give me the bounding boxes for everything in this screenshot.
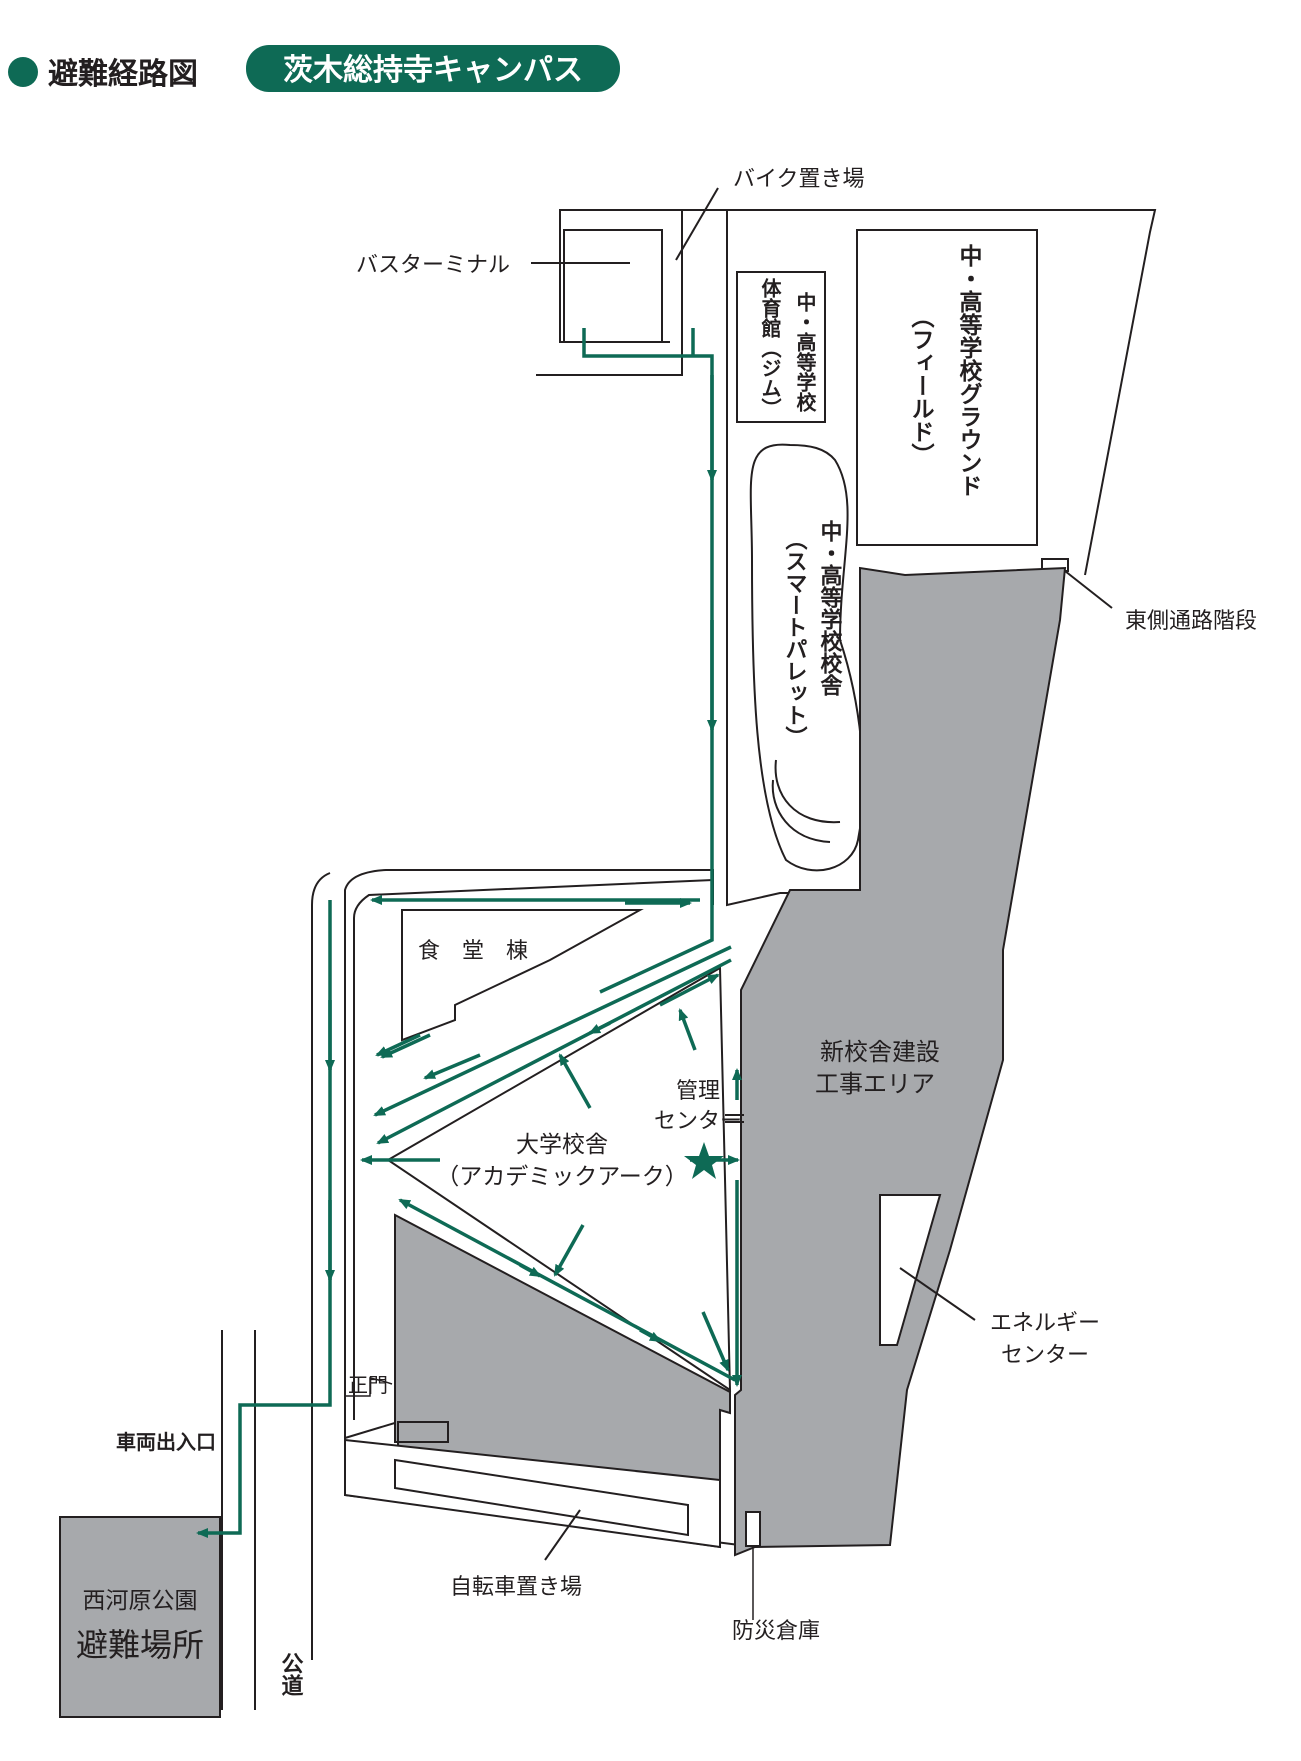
gym-building: [736, 271, 826, 423]
campus-name: 茨木総持寺キャンパス: [283, 53, 583, 88]
campus-badge: [246, 45, 620, 92]
energy-center-building: [879, 1194, 942, 1346]
label-bicycle-parking: 自転車置き場: [450, 1575, 582, 1600]
school-building: [749, 443, 865, 872]
header: 避難経路図 茨木総持寺キャンパス: [8, 45, 620, 92]
label-public-road: 公道: [278, 1652, 304, 1696]
label-park: 西河原公園: [83, 1588, 198, 1614]
label-university-2: （アカデミックアーク）: [436, 1164, 688, 1190]
label-evacuation-site: 避難場所: [76, 1626, 204, 1664]
disaster-storage-box: [745, 1511, 761, 1547]
label-main-gate: 正門: [348, 1373, 388, 1397]
cafeteria-building: [401, 909, 644, 1042]
label-school-1: 中・高等学校校舎: [817, 520, 843, 697]
label-energy-center-1: エネルギー: [990, 1311, 1100, 1336]
label-cafeteria: 食 堂 棟: [418, 939, 528, 964]
bus-terminal-area: [531, 187, 719, 343]
label-admin-center-1: 管理: [676, 1079, 720, 1104]
label-school-2: （スマートパレット）: [782, 528, 808, 748]
evacuation-routes: [196, 328, 742, 1538]
label-disaster-storage: 防災倉庫: [732, 1619, 820, 1644]
label-admin-center-2: センター: [654, 1109, 742, 1134]
vertical-labels: 中・高等学校 体育館（ジム） 中・高等学校グラウンド （フィールド） 中・高等学…: [278, 244, 983, 1696]
bicycle-parking-area: [394, 1458, 689, 1537]
label-energy-center-2: センター: [1001, 1343, 1089, 1368]
label-gym-1: 中・高等学校: [793, 291, 817, 413]
label-ground-2: （フィールド）: [907, 305, 935, 466]
evacuation-site-box: [59, 1516, 221, 1718]
map-labels: バイク置き場 バスターミナル 東側通路階段 食 堂 棟 管理 センター 新校舎建…: [76, 167, 1257, 1664]
label-bike-parking: バイク置き場: [733, 167, 865, 192]
label-gym-2: 体育館（ジム）: [758, 277, 782, 418]
label-construction-2: 工事エリア: [815, 1070, 935, 1098]
current-location-star-icon: [684, 1142, 724, 1179]
label-ground-1: 中・高等学校グラウンド: [955, 244, 983, 497]
label-east-stairs: 東側通路階段: [1125, 609, 1257, 634]
label-university-1: 大学校舎: [516, 1132, 608, 1158]
ground-field: [856, 229, 1038, 546]
bicycle-parking-leader: [544, 1509, 581, 1561]
label-bus-terminal: バスターミナル: [356, 253, 510, 278]
main-gate-mark: [345, 1377, 393, 1397]
east-stairs-leader: [1064, 570, 1113, 609]
bullet-icon: [8, 57, 38, 87]
label-vehicle-entrance: 車両出入口: [116, 1430, 216, 1454]
page-title: 避難経路図: [48, 57, 198, 92]
label-construction-1: 新校舎建設: [820, 1038, 940, 1066]
energy-center-leader: [899, 1267, 976, 1321]
